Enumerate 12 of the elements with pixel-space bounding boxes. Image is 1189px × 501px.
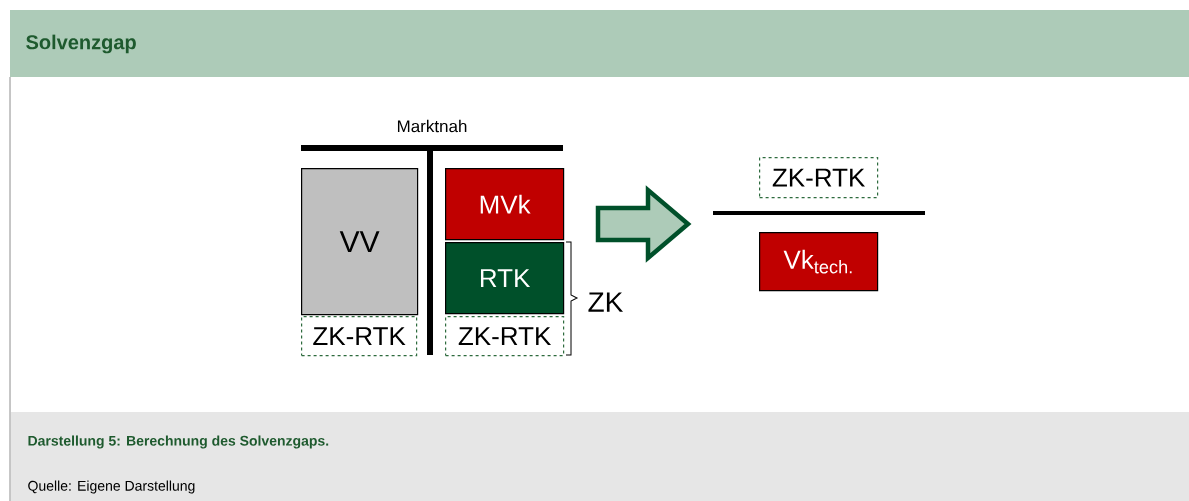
- column-heading: Marktnah: [397, 119, 467, 133]
- header-bar: Solvenzgap: [10, 10, 1189, 77]
- dashed-box: ZK-RTK: [301, 316, 418, 357]
- value-box: Vk$_{tech.}$: [759, 232, 879, 292]
- bracket-label: ZK: [588, 292, 623, 312]
- dashed-box: ZK-RTK: [759, 157, 879, 199]
- dashed-box: ZK-RTK: [445, 316, 565, 357]
- caption: Darstellung 5: Berechnung des Solvenzgaps.: [28, 435, 329, 449]
- source-note: Quelle: Eigene Darstellung: [28, 480, 195, 494]
- value-box: VV: [301, 168, 419, 316]
- value-box: RTK: [445, 242, 565, 315]
- value-box: MVk: [445, 168, 565, 241]
